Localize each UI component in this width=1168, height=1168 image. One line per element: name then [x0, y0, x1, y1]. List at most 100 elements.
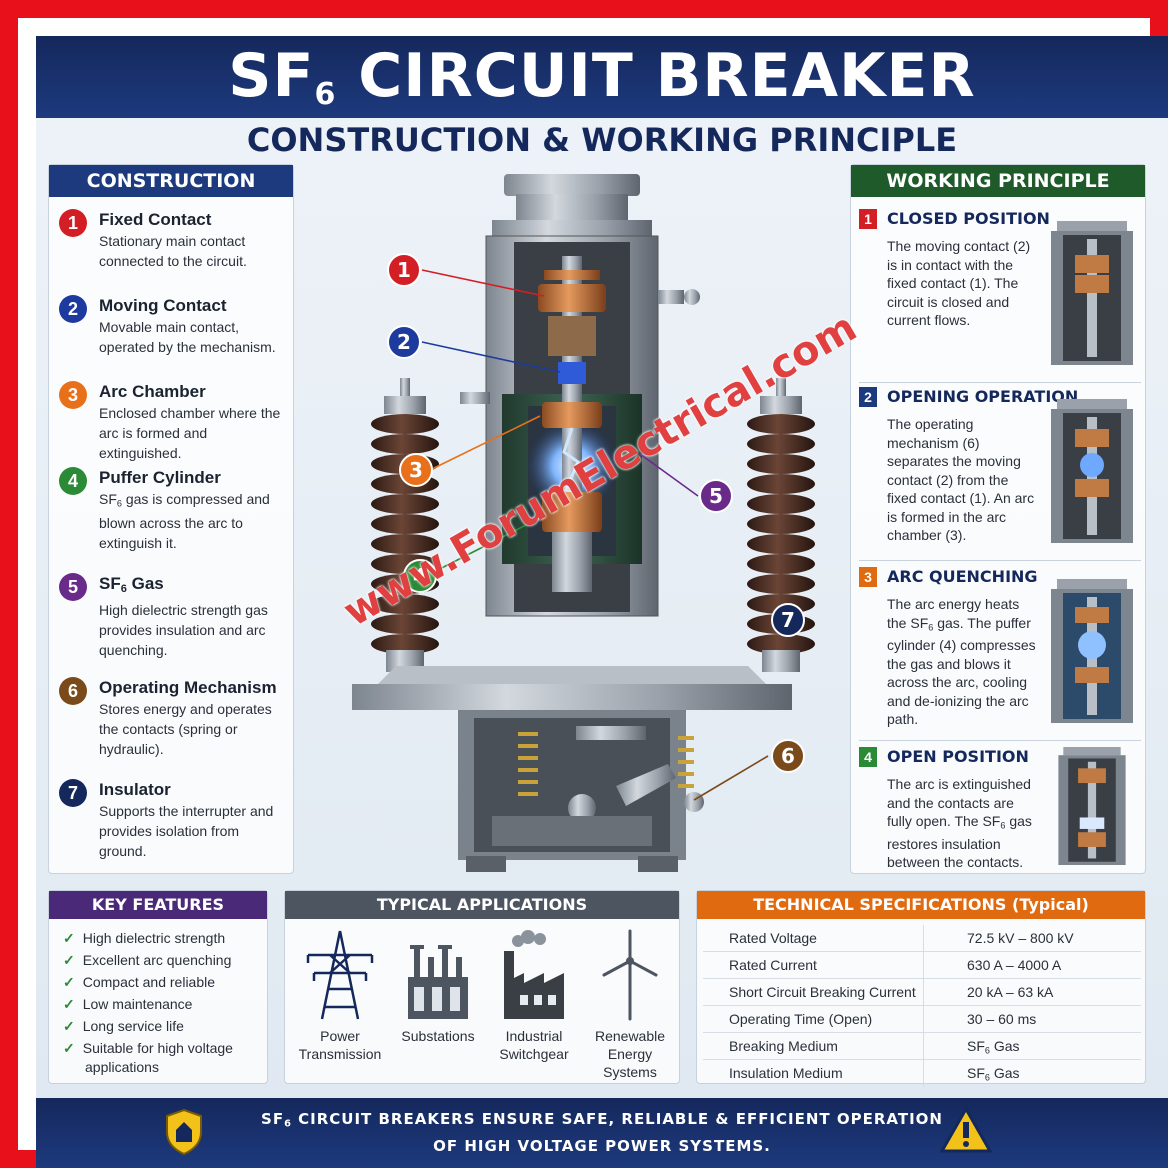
technical-specifications-panel: TECHNICAL SPECIFICATIONS (Typical) Rated…	[696, 890, 1146, 1087]
item-description: Stores energy and operates the contacts …	[99, 701, 272, 757]
svg-text:5: 5	[709, 484, 723, 508]
svg-text:2: 2	[397, 330, 411, 354]
callout-1: 1	[387, 253, 421, 287]
check-icon: ✓	[63, 952, 75, 968]
svg-text:4: 4	[413, 564, 427, 588]
footer-banner: SF6 CIRCUIT BREAKERS ENSURE SAFE, RELIAB…	[36, 1098, 1168, 1168]
top-cap	[492, 174, 652, 238]
shield-icon	[166, 1108, 202, 1156]
check-icon: ✓	[63, 1018, 75, 1034]
page-subtitle: CONSTRUCTION & WORKING PRINCIPLE	[246, 121, 958, 159]
application-label: Substations	[401, 1028, 475, 1044]
item-title: Fixed Contact	[99, 210, 212, 229]
key-features-panel: KEY FEATURES ✓High dielectric strength ✓…	[48, 890, 268, 1084]
construction-item-operating-mechanism: 6 Operating Mechanism Stores energy and …	[59, 677, 289, 759]
infographic: SF6 CIRCUIT BREAKER CONSTRUCTION & WORKI…	[36, 36, 1168, 1168]
feature-item: ✓High dielectric strength	[63, 930, 226, 946]
wind-turbine-icon	[602, 929, 658, 1021]
callout-2: 2	[387, 325, 421, 359]
step-description: The arc is extinguished and the contacts…	[887, 776, 1032, 871]
construction-item-arc-chamber: 3 Arc Chamber Enclosed chamber where the…	[59, 381, 289, 463]
number-badge: 3	[59, 381, 87, 409]
features-heading: KEY FEATURES	[49, 891, 267, 919]
transmission-tower-icon	[306, 930, 374, 1020]
closed-position-thumbnail	[1051, 221, 1133, 365]
feature-item: ✓Excellent arc quenching	[63, 952, 232, 968]
step-title: CLOSED POSITION	[887, 209, 1050, 228]
feature-item: ✓Low maintenance	[63, 996, 193, 1012]
working-heading: WORKING PRINCIPLE	[851, 165, 1145, 197]
specs-heading: TECHNICAL SPECIFICATIONS (Typical)	[697, 891, 1145, 919]
step-description: The operating mechanism (6) separates th…	[887, 416, 1035, 543]
working-step-closed: 1 CLOSED POSITION The moving contact (2)…	[859, 207, 1141, 383]
construction-item-sf6-gas: 5 SF6 Gas High dielectric strength gas p…	[59, 573, 289, 660]
factory-icon	[504, 930, 564, 1019]
working-step-opening: 2 OPENING OPERATION The operating mechan…	[859, 385, 1141, 561]
step-badge: 1	[859, 209, 877, 229]
item-title: Insulator	[99, 780, 171, 799]
step-title: OPENING OPERATION	[887, 387, 1079, 406]
feature-item: ✓Suitable for high voltage	[63, 1040, 233, 1056]
item-title: SF6 Gas	[99, 574, 164, 595]
check-icon: ✓	[63, 996, 75, 1012]
step-description: The arc energy heats the SF6 gas. The pu…	[887, 596, 1036, 728]
check-icon: ✓	[63, 930, 75, 946]
check-icon: ✓	[63, 974, 75, 990]
construction-item-insulator: 7 Insulator Supports the interrupter and…	[59, 779, 289, 861]
working-step-open: 4 OPEN POSITION The arc is extinguished …	[859, 745, 1141, 870]
item-title: Moving Contact	[99, 296, 227, 315]
step-badge: 4	[859, 747, 877, 767]
svg-text:6: 6	[781, 744, 795, 768]
item-title: Operating Mechanism	[99, 678, 277, 697]
circuit-breaker-cutaway-diagram: 1 2 3 4 5 6 7	[352, 174, 815, 872]
construction-item-puffer-cylinder: 4 Puffer Cylinder SF6 gas is compressed …	[59, 467, 289, 553]
step-badge: 3	[859, 567, 877, 587]
construction-item-moving-contact: 2 Moving Contact Movable main contact, o…	[59, 295, 289, 357]
arc-quenching-thumbnail	[1051, 579, 1133, 723]
item-description: High dielectric strength gas provides in…	[99, 601, 268, 658]
warning-icon	[940, 1106, 992, 1153]
callout-5: 5	[699, 479, 733, 513]
item-title: Puffer Cylinder	[99, 468, 221, 487]
substation-icon	[408, 945, 468, 1019]
footer-text: SF6 CIRCUIT BREAKERS ENSURE SAFE, RELIAB…	[261, 1110, 943, 1156]
callout-4: 4	[403, 559, 437, 593]
number-badge: 7	[59, 779, 87, 807]
item-description: Supports the interrupter and provides is…	[99, 803, 274, 859]
callout-7: 7	[771, 603, 805, 637]
mechanism-housing	[352, 666, 792, 872]
step-title: ARC QUENCHING	[887, 567, 1038, 586]
opening-operation-thumbnail	[1051, 399, 1133, 543]
check-icon: ✓	[63, 1040, 75, 1056]
application-substations: Substations	[389, 927, 487, 1045]
feature-item-continued: applications	[85, 1059, 159, 1075]
number-badge: 1	[59, 209, 87, 237]
number-badge: 4	[59, 467, 87, 495]
working-step-arc-quenching: 3 ARC QUENCHING The arc energy heats the…	[859, 565, 1141, 741]
feature-item: ✓Compact and reliable	[63, 974, 216, 990]
callout-3: 3	[399, 453, 433, 487]
svg-text:3: 3	[409, 458, 423, 482]
applications-heading: TYPICAL APPLICATIONS	[285, 891, 679, 919]
item-description: Movable main contact, operated by the me…	[99, 319, 276, 355]
title-bar: SF6 CIRCUIT BREAKER	[36, 36, 1168, 118]
construction-item-fixed-contact: 1 Fixed Contact Stationary main contact …	[59, 209, 289, 271]
step-description: The moving contact (2) is in contact wit…	[887, 238, 1031, 328]
left-insulator	[371, 378, 439, 672]
open-position-thumbnail	[1058, 747, 1126, 865]
step-title: OPEN POSITION	[887, 747, 1029, 766]
construction-panel: CONSTRUCTION 1 Fixed Contact Stationary …	[48, 164, 294, 874]
callout-leaders	[421, 269, 769, 801]
